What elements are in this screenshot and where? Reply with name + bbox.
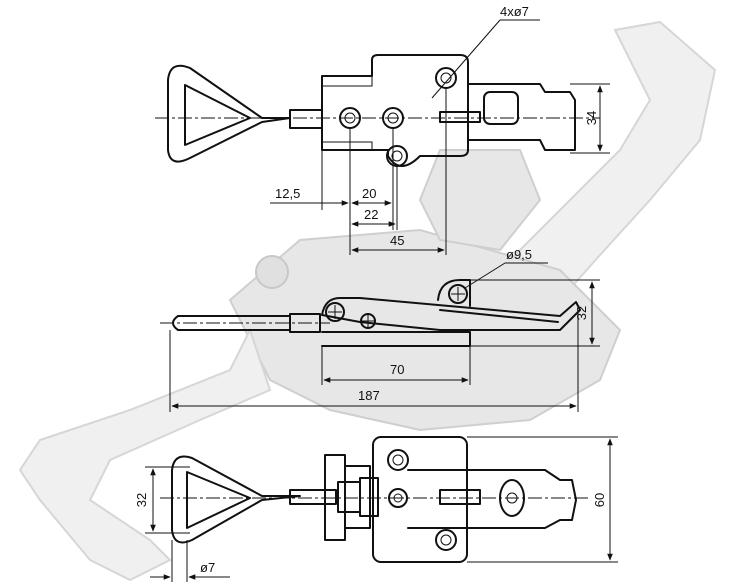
bottom-view: 60 32 ø7 (134, 436, 618, 582)
background-3d-render (18, 20, 717, 582)
dim-base-70: 70 (390, 362, 404, 377)
dim-height-side: 32 (574, 306, 589, 320)
dim-width-top: 34 (584, 111, 599, 125)
dim-offset: 12,5 (275, 186, 300, 201)
dim-loop-32: 32 (134, 493, 149, 507)
dim-rod-7: ø7 (200, 560, 215, 575)
dim-holes: 4xø7 (500, 4, 529, 19)
dim-base-45: 45 (390, 233, 404, 248)
dim-spacing-22: 22 (364, 207, 378, 222)
dim-spacing-20: 20 (362, 186, 376, 201)
dim-overall-187: 187 (358, 388, 380, 403)
top-view: 34 4xø7 12,5 20 22 45 (155, 4, 610, 255)
dim-plate-60: 60 (592, 493, 607, 507)
side-view: ø9,5 32 70 187 (160, 247, 600, 412)
dim-pivot-hole: ø9,5 (506, 247, 532, 262)
